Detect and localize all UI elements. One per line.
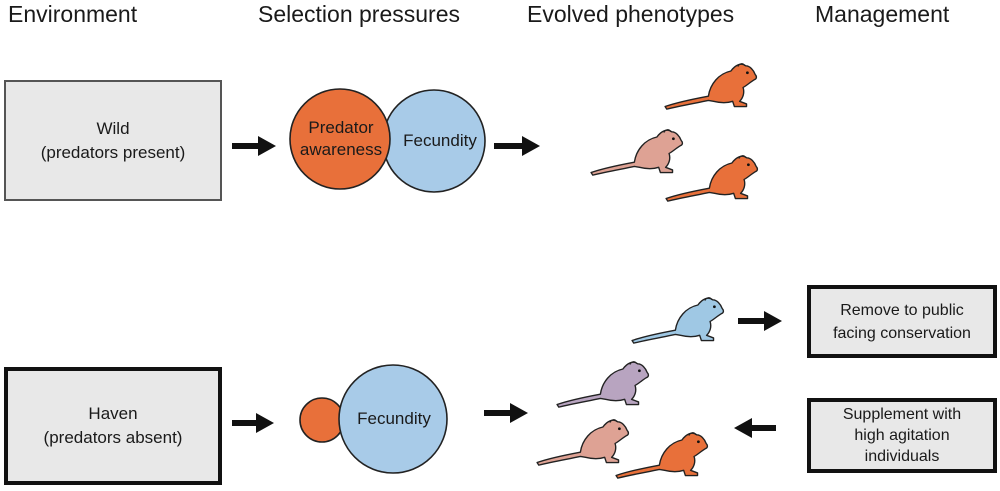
arrow-haven-pressures-to-phenotypes xyxy=(484,403,528,423)
animal-wild-pink xyxy=(590,128,684,176)
environment-wild-sublabel: (predators present) xyxy=(40,142,186,162)
predator-awareness-circle-haven xyxy=(299,397,345,443)
fecundity-circle-haven xyxy=(338,364,448,474)
arrow-haven-to-pressures xyxy=(232,413,274,433)
header-management: Management xyxy=(815,1,950,27)
animal-haven-purple xyxy=(556,360,650,408)
animal-haven-orange xyxy=(615,431,709,479)
environment-haven-label: Haven xyxy=(88,404,138,423)
predator-awareness-line2: awareness xyxy=(299,140,383,159)
predator-awareness-label-wild: Predator awareness xyxy=(294,117,388,161)
fecundity-label-wild: Fecundity xyxy=(403,131,477,150)
animal-haven-pink xyxy=(536,418,630,466)
supplement-line3: individuals xyxy=(864,448,940,465)
management-box-remove: Remove to public facing conservation xyxy=(807,285,997,358)
fecundity-label-haven: Fecundity xyxy=(357,409,431,428)
remove-line2: facing conservation xyxy=(833,324,971,342)
environment-haven-sublabel: (predators absent) xyxy=(43,428,183,447)
header-evolved-phenotypes: Evolved phenotypes xyxy=(527,1,735,27)
animal-haven-blue xyxy=(631,296,725,344)
environment-wild-label: Wild xyxy=(96,118,130,138)
supplement-line1: Supplement with xyxy=(842,406,962,423)
arrow-wild-to-pressures xyxy=(232,136,276,156)
supplement-line2: high agitation xyxy=(854,427,950,444)
arrow-from-supplement xyxy=(734,418,776,438)
environment-box-wild: Wild (predators present) xyxy=(4,80,222,201)
arrow-to-remove xyxy=(738,311,782,331)
management-box-supplement: Supplement with high agitation individua… xyxy=(807,398,997,473)
predator-awareness-line1: Predator xyxy=(308,118,374,137)
header-environment: Environment xyxy=(8,1,138,27)
header-selection-pressures: Selection pressures xyxy=(258,1,460,27)
animal-wild-orange-top xyxy=(664,62,758,110)
animal-wild-orange-bottom xyxy=(665,154,759,202)
remove-line1: Remove to public xyxy=(840,301,964,319)
predator-awareness-circle-wild xyxy=(289,88,391,190)
environment-box-haven: Haven (predators absent) xyxy=(4,367,222,485)
arrow-wild-pressures-to-phenotypes xyxy=(494,136,540,156)
